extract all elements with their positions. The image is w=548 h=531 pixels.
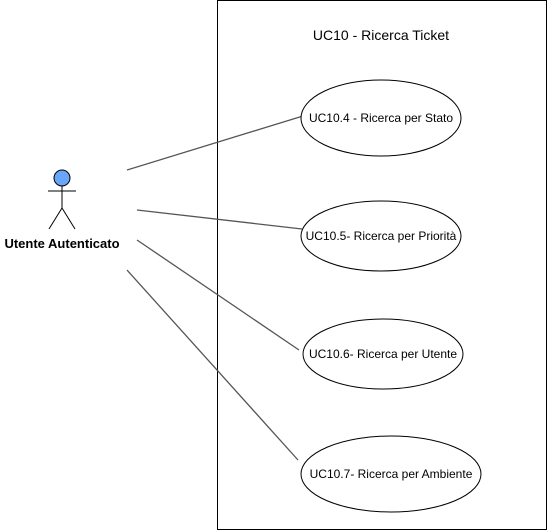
use-case-label: UC10.4 - Ricerca per Stato xyxy=(309,111,453,125)
use-case-label: UC10.6- Ricerca per Utente xyxy=(309,347,457,361)
association-line-uc10-6[interactable] xyxy=(136,239,300,351)
association-line-uc10-4[interactable] xyxy=(126,115,304,171)
actor-right-leg xyxy=(61,207,76,230)
system-title: UC10 - Ricerca Ticket xyxy=(313,27,449,43)
association-line-uc10-5[interactable] xyxy=(136,209,303,230)
use-case-label: UC10.5- Ricerca per Priorità xyxy=(306,229,457,243)
actor-left-leg xyxy=(48,207,63,230)
actor-label: Utente Autenticato xyxy=(4,236,119,251)
use-case-ellipse xyxy=(302,318,464,390)
use-case-uc10-4[interactable]: UC10.4 - Ricerca per Stato xyxy=(300,79,462,157)
use-case-uc10-7[interactable]: UC10.7- Ricerca per Ambiente xyxy=(300,435,482,513)
use-case-ellipse xyxy=(300,200,462,272)
use-case-ellipse xyxy=(300,79,462,157)
actor-head xyxy=(53,169,71,187)
use-case-label: UC10.7- Ricerca per Ambiente xyxy=(310,467,473,481)
actor-utente-autenticato[interactable]: Utente Autenticato xyxy=(4,169,120,251)
association-line-uc10-7[interactable] xyxy=(126,269,299,461)
use-case-uc10-6[interactable]: UC10.6- Ricerca per Utente xyxy=(302,318,464,390)
use-case-uc10-5[interactable]: UC10.5- Ricerca per Priorità xyxy=(300,200,462,272)
use-case-ellipse xyxy=(300,435,482,513)
